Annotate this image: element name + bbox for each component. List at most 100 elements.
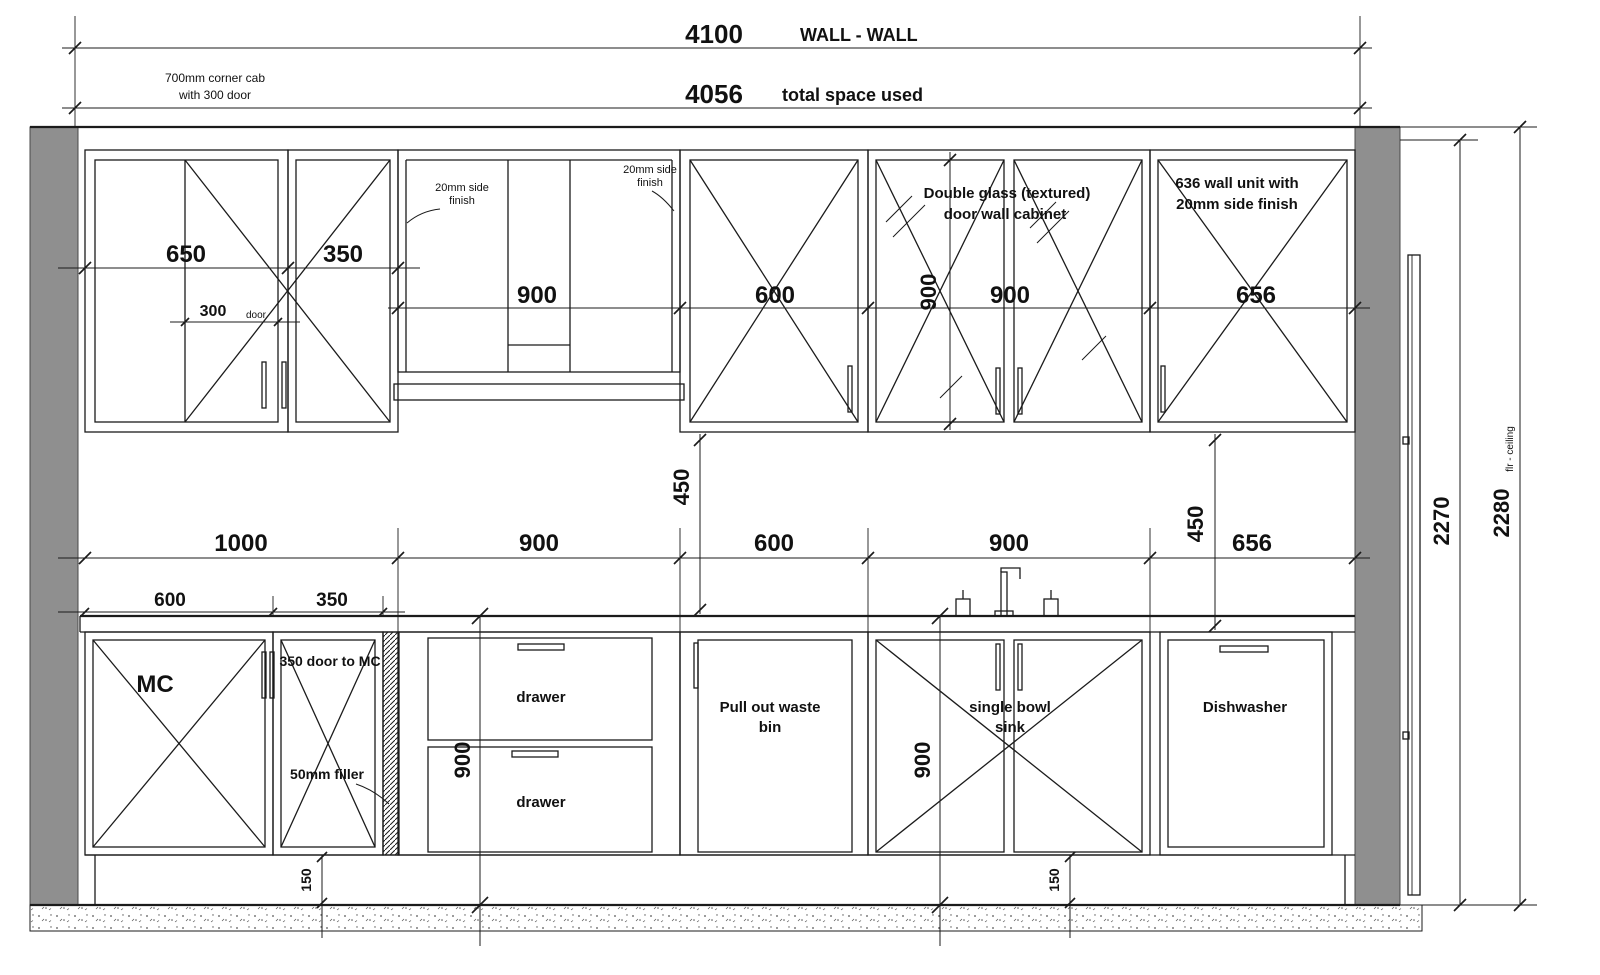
hinge-mark <box>1402 436 1410 445</box>
tap-handle <box>955 598 971 617</box>
glass-texture-mark <box>1036 210 1070 244</box>
base-cabinet-mc: MC <box>84 631 274 856</box>
label-drawer-top: drawer <box>516 689 565 706</box>
dim-base-656: 656 <box>1232 530 1272 557</box>
floor-hatch <box>29 904 1423 932</box>
corner-cab-note-line1: 700mm corner cab <box>165 71 265 85</box>
label-flr-ceiling: flr - ceiling <box>1505 426 1516 472</box>
right-wall <box>1354 126 1401 906</box>
door-handle <box>995 643 1001 691</box>
door-handle <box>995 367 1001 415</box>
dim-150-left: 150 <box>298 868 314 892</box>
wall-cabinet-900-double-glass <box>867 149 1151 433</box>
label-350-door-to-mc: 350 door to MC <box>279 653 380 669</box>
note-side-finish-b-line2: finish <box>637 177 663 189</box>
dim-2270: 2270 <box>1429 497 1454 546</box>
top-dimensions: 4100 WALL - WALL 4056 total space used 7… <box>62 16 1372 127</box>
dim-wall-600: 600 <box>755 282 795 309</box>
tap-handle <box>1043 598 1059 617</box>
dim-2280: 2280 <box>1489 489 1514 538</box>
left-wall <box>29 126 79 906</box>
label-waste-bin-line1: Pull out waste <box>720 699 821 716</box>
door-handle <box>261 361 267 409</box>
wall-cabinet-350 <box>287 149 399 433</box>
glass-texture-mark <box>939 375 963 399</box>
door-handle <box>1017 643 1023 691</box>
base-drawer-unit: drawer drawer <box>397 631 681 856</box>
dim-900-sink: 900 <box>910 742 935 779</box>
dim-wall-656: 656 <box>1236 282 1276 309</box>
filler-50mm: 50mm filler <box>290 631 400 856</box>
sink-faucet <box>955 567 1059 617</box>
dim-150-right: 150 <box>1046 868 1062 892</box>
dim-wall-900-hood: 900 <box>517 282 557 309</box>
glass-texture-mark <box>1081 335 1107 361</box>
dim-wall-to-wall-label: WALL - WALL <box>800 25 918 45</box>
right-height-dimensions: 2270 2280 flr - ceiling <box>1400 120 1537 912</box>
label-mc: MC <box>136 671 173 698</box>
height-900-dimensions: 900 900 <box>450 607 949 946</box>
note-side-finish-a-line2: finish <box>449 195 475 207</box>
wall-cabinet-650-corner <box>84 149 391 433</box>
drawer-face-top <box>427 637 653 741</box>
wall-cabinet-656 <box>1149 149 1356 433</box>
note-side-finish-b-line1: 20mm side <box>623 164 677 176</box>
dim-base-1000: 1000 <box>214 530 267 557</box>
glass-texture-mark <box>885 195 913 223</box>
countertop <box>79 614 1355 633</box>
tall-end-panel <box>1402 254 1421 896</box>
drawer-handle <box>517 643 565 651</box>
dim-total-space-label: total space used <box>782 85 923 105</box>
door-handle <box>1160 365 1166 413</box>
wall-cabinet-600 <box>679 149 869 433</box>
base-cabinet-waste-bin: Pull out waste bin <box>679 631 869 856</box>
dim-wall-height-900: 900 <box>916 274 941 311</box>
dim-total-space-value: 4056 <box>685 79 743 109</box>
dishwasher-handle <box>1219 645 1269 653</box>
dim-base-900b: 900 <box>989 530 1029 557</box>
plinth <box>85 854 1355 905</box>
base-cabinet-350-door: 350 door to MC <box>261 631 384 856</box>
door-handle <box>281 361 287 409</box>
door-handle <box>847 365 853 413</box>
dim-base-600: 600 <box>754 530 794 557</box>
hinge-mark <box>1402 731 1410 740</box>
label-636-unit-line1: 636 wall unit with <box>1175 175 1298 192</box>
mid-gap-dimensions: 450 450 <box>669 433 1222 633</box>
extractor-hood-canopy <box>393 383 685 401</box>
label-sink-line1: single bowl <box>969 699 1051 716</box>
leader-line <box>355 783 390 805</box>
label-dishwasher: Dishwasher <box>1203 699 1287 716</box>
glass-texture-mark <box>1029 201 1057 229</box>
corner-cab-note-line2: with 300 door <box>178 88 251 102</box>
dim-base-900a: 900 <box>519 530 559 557</box>
dim-sub-600: 600 <box>154 590 186 611</box>
note-side-finish-a-line1: 20mm side <box>435 182 489 194</box>
dim-900-drawers: 900 <box>450 742 475 779</box>
label-636-unit-line2: 20mm side finish <box>1176 196 1298 213</box>
door-handle <box>269 651 275 699</box>
dishwasher: Dishwasher <box>1159 631 1333 856</box>
drawer-handle <box>511 750 559 758</box>
label-sink-line2: sink <box>995 719 1026 736</box>
dim-door-300: 300 <box>200 303 227 320</box>
wall-cabinet-annotations: 650 350 300 door 900 600 900 656 900 20m… <box>58 152 1370 431</box>
dim-sub-350: 350 <box>316 590 348 611</box>
door-handle <box>1017 367 1023 415</box>
dim-door-300-word: door <box>246 310 267 321</box>
dim-wall-900-glass: 900 <box>990 282 1030 309</box>
leader-line <box>651 190 675 212</box>
dim-wall-350: 350 <box>323 241 363 268</box>
plinth-150-dimensions: 150 150 <box>298 851 1076 938</box>
label-50mm-filler: 50mm filler <box>290 766 364 782</box>
dim-wall-to-wall-value: 4100 <box>685 19 743 49</box>
dim-gap-450-left: 450 <box>669 469 694 506</box>
base-dimensions: 1000 900 600 900 656 600 350 <box>58 528 1370 632</box>
door-handle <box>693 642 699 689</box>
label-drawer-bottom: drawer <box>516 794 565 811</box>
dim-wall-650: 650 <box>166 241 206 268</box>
drawer-face-bottom <box>427 746 653 853</box>
label-waste-bin-line2: bin <box>759 719 782 736</box>
